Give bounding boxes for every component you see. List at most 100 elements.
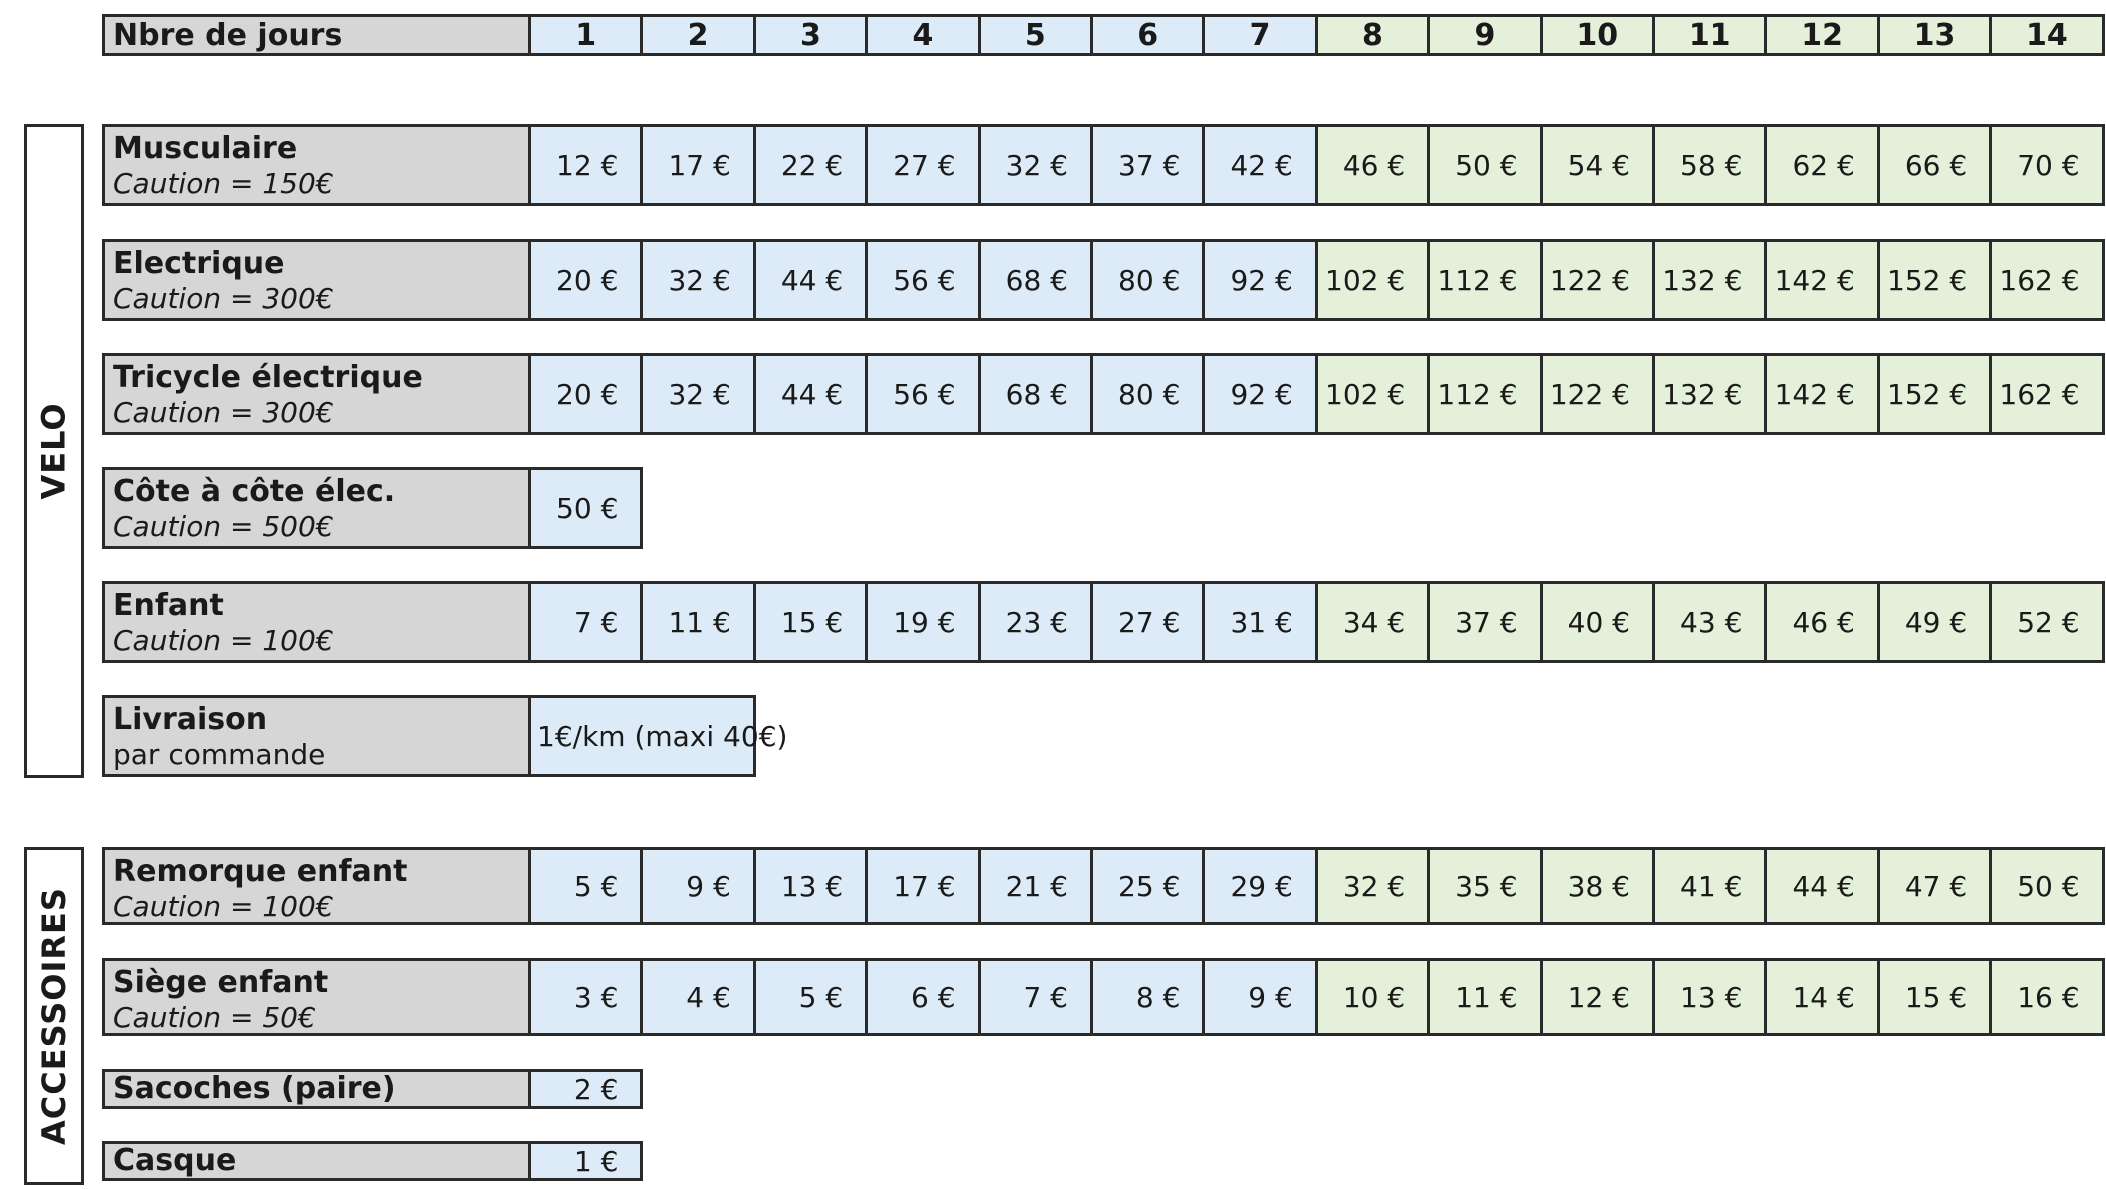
row-remorque-enfant-price-day-5: 21 € — [977, 847, 1093, 925]
row-siege-enfant-price-day-2: 4 € — [640, 958, 756, 1036]
row-siege-enfant-price-day-6: 8 € — [1090, 958, 1206, 1036]
section-velo-label: VELO — [35, 402, 74, 500]
row-electrique-price-day-4: 56 € — [865, 239, 981, 321]
row-musculaire-price-day-2: 17 € — [640, 124, 756, 206]
row-siege-enfant-price-day-8: 10 € — [1314, 958, 1431, 1036]
row-electrique-price-day-3: 44 € — [752, 239, 869, 321]
row-tricycle-electrique-price-day-12: 142 € — [1764, 353, 1880, 435]
deposit-note: Caution = 100€ — [113, 624, 334, 657]
row-enfant-price-day-5: 23 € — [977, 581, 1093, 663]
row-siege-enfant-price-day-4: 6 € — [865, 958, 981, 1036]
row-electrique-price-day-13: 152 € — [1876, 239, 1993, 321]
row-electrique-price-day-7: 92 € — [1202, 239, 1318, 321]
row-tricycle-electrique-price-day-2: 32 € — [640, 353, 756, 435]
row-electrique-price-day-11: 132 € — [1652, 239, 1768, 321]
row-tricycle-electrique-price-day-1: 20 € — [528, 353, 644, 435]
row-electrique-price-day-10: 122 € — [1539, 239, 1655, 321]
row-cote-a-cote-price-day-1: 50 € — [528, 467, 644, 549]
section-velo: VELO — [24, 124, 84, 778]
item-name: Sacoches (paire) — [113, 1071, 396, 1106]
row-remorque-enfant-price-day-6: 25 € — [1090, 847, 1206, 925]
row-siege-enfant-price-day-13: 15 € — [1876, 958, 1993, 1036]
section-accessoires: ACCESSOIRES — [24, 847, 84, 1185]
row-electrique-price-day-2: 32 € — [640, 239, 756, 321]
row-livraison-price: 1€/km (maxi 40€) — [528, 695, 787, 777]
deposit-note: Caution = 300€ — [113, 282, 334, 315]
row-siege-enfant-price-day-11: 13 € — [1652, 958, 1768, 1036]
row-remorque-enfant-price-day-4: 17 € — [865, 847, 981, 925]
row-casque-label: Casque — [102, 1141, 531, 1181]
row-musculaire-price-day-8: 46 € — [1314, 124, 1431, 206]
row-siege-enfant-price-day-5: 7 € — [977, 958, 1093, 1036]
row-siege-enfant-price-day-1: 3 € — [528, 958, 644, 1036]
row-tricycle-electrique-price-day-5: 68 € — [977, 353, 1093, 435]
header-day-1: 1 — [528, 14, 644, 56]
header-days-label: Nbre de jours — [102, 14, 531, 56]
header-day-8: 8 — [1314, 14, 1431, 56]
row-siege-enfant-price-day-3: 5 € — [752, 958, 869, 1036]
row-electrique-price-day-1: 20 € — [528, 239, 644, 321]
row-tricycle-electrique-price-day-9: 112 € — [1427, 353, 1543, 435]
header-day-14: 14 — [1989, 14, 2105, 56]
header-day-6: 6 — [1090, 14, 1206, 56]
row-electrique-price-day-9: 112 € — [1427, 239, 1543, 321]
row-siege-enfant-price-day-10: 12 € — [1539, 958, 1655, 1036]
row-musculaire-price-day-7: 42 € — [1202, 124, 1318, 206]
row-musculaire-price-day-12: 62 € — [1764, 124, 1880, 206]
row-siege-enfant-price-day-9: 11 € — [1427, 958, 1543, 1036]
header-day-10: 10 — [1539, 14, 1655, 56]
row-musculaire-price-day-5: 32 € — [977, 124, 1093, 206]
row-electrique-price-day-12: 142 € — [1764, 239, 1880, 321]
row-sacoches-price-day-1: 2 € — [528, 1069, 644, 1109]
row-remorque-enfant-price-day-14: 50 € — [1989, 847, 2105, 925]
row-remorque-enfant-price-day-2: 9 € — [640, 847, 756, 925]
header-day-7: 7 — [1202, 14, 1318, 56]
header-day-3: 3 — [752, 14, 869, 56]
row-enfant-price-day-6: 27 € — [1090, 581, 1206, 663]
row-remorque-enfant-price-day-1: 5 € — [528, 847, 644, 925]
row-musculaire-price-day-13: 66 € — [1876, 124, 1993, 206]
row-electrique-price-day-8: 102 € — [1314, 239, 1431, 321]
row-tricycle-electrique-price-day-3: 44 € — [752, 353, 869, 435]
row-enfant-price-day-1: 7 € — [528, 581, 644, 663]
header-day-4: 4 — [865, 14, 981, 56]
row-enfant-price-day-10: 40 € — [1539, 581, 1655, 663]
deposit-note: Caution = 50€ — [113, 1001, 316, 1034]
row-siege-enfant-price-day-14: 16 € — [1989, 958, 2105, 1036]
row-musculaire-price-day-6: 37 € — [1090, 124, 1206, 206]
row-cote-a-cote-label: Côte à côte élec.Caution = 500€ — [102, 467, 531, 549]
row-musculaire-price-day-3: 22 € — [752, 124, 869, 206]
deposit-note: Caution = 150€ — [113, 167, 334, 200]
row-enfant-price-day-3: 15 € — [752, 581, 869, 663]
deposit-note: Caution = 100€ — [113, 890, 334, 923]
row-musculaire-price-day-14: 70 € — [1989, 124, 2105, 206]
row-tricycle-electrique-price-day-7: 92 € — [1202, 353, 1318, 435]
item-note: par commande — [113, 738, 326, 771]
item-name: Electrique — [113, 246, 285, 281]
row-electrique-price-day-14: 162 € — [1989, 239, 2105, 321]
header-day-11: 11 — [1652, 14, 1768, 56]
row-enfant-price-day-4: 19 € — [865, 581, 981, 663]
row-enfant-price-day-12: 46 € — [1764, 581, 1880, 663]
header-day-2: 2 — [640, 14, 756, 56]
row-tricycle-electrique-price-day-13: 152 € — [1876, 353, 1993, 435]
deposit-note: Caution = 300€ — [113, 396, 334, 429]
row-enfant-price-day-2: 11 € — [640, 581, 756, 663]
row-casque-price-day-1: 1 € — [528, 1141, 644, 1181]
row-remorque-enfant-price-day-3: 13 € — [752, 847, 869, 925]
row-tricycle-electrique-price-day-8: 102 € — [1314, 353, 1431, 435]
row-enfant-price-day-8: 34 € — [1314, 581, 1431, 663]
row-sacoches-label: Sacoches (paire) — [102, 1069, 531, 1109]
row-enfant-price-day-13: 49 € — [1876, 581, 1993, 663]
item-name: Casque — [113, 1143, 237, 1178]
item-name: Tricycle électrique — [113, 360, 423, 395]
row-enfant-price-day-7: 31 € — [1202, 581, 1318, 663]
item-name: Remorque enfant — [113, 854, 408, 889]
row-remorque-enfant-price-day-12: 44 € — [1764, 847, 1880, 925]
header-day-9: 9 — [1427, 14, 1543, 56]
row-enfant-price-day-11: 43 € — [1652, 581, 1768, 663]
row-siege-enfant-price-day-7: 9 € — [1202, 958, 1318, 1036]
